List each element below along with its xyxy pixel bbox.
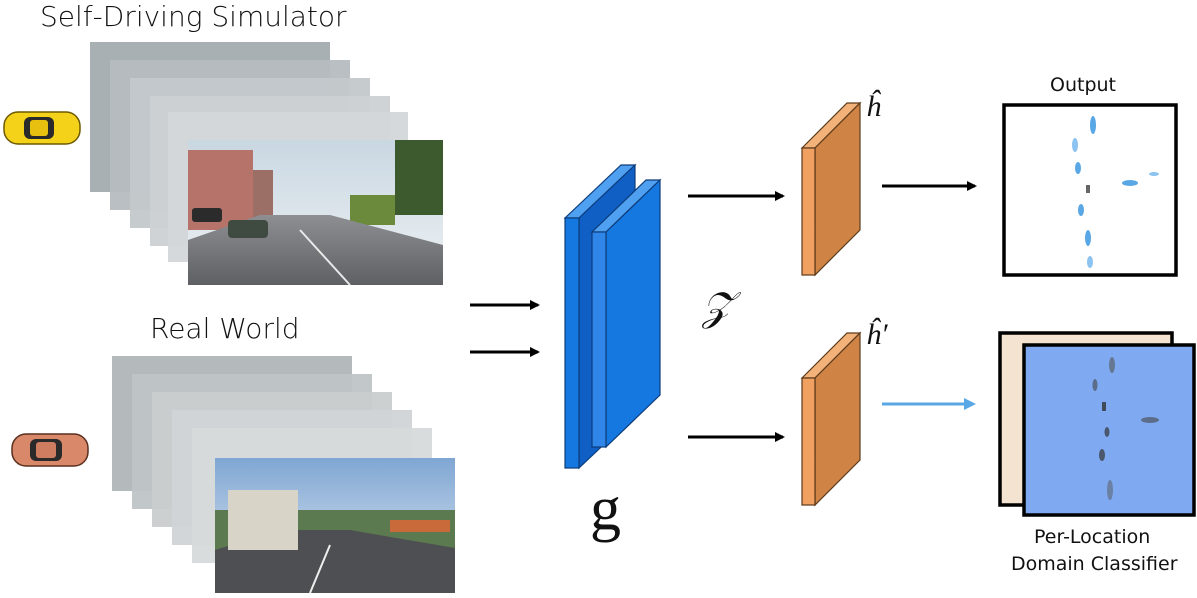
real-world-title: Real World (150, 312, 300, 345)
classifier-label-line2: Domain Classifier (1011, 553, 1178, 575)
head-h-label: ĥ (866, 90, 881, 123)
simulator-title: Self-Driving Simulator (40, 0, 347, 33)
domain-classifier-map (998, 331, 1196, 517)
orange-car-icon (11, 433, 89, 467)
output-label: Output (1050, 74, 1116, 96)
simulator-frame-stack (90, 42, 443, 286)
output-map (1002, 103, 1178, 277)
encoder-label: g (590, 475, 621, 543)
classifier-label-line1: Per-Location (1034, 526, 1151, 548)
head-h-block (800, 101, 862, 277)
head-h-prime-block (800, 331, 862, 507)
yellow-car-icon (3, 111, 81, 145)
head-h-prime-label: ĥ′ (866, 318, 888, 351)
latent-label: 𝒵 (702, 284, 733, 330)
real-frame-front (215, 458, 455, 594)
sim-frame-front (188, 140, 443, 286)
real-world-frame-stack (112, 356, 455, 594)
encoder-block (563, 163, 662, 470)
